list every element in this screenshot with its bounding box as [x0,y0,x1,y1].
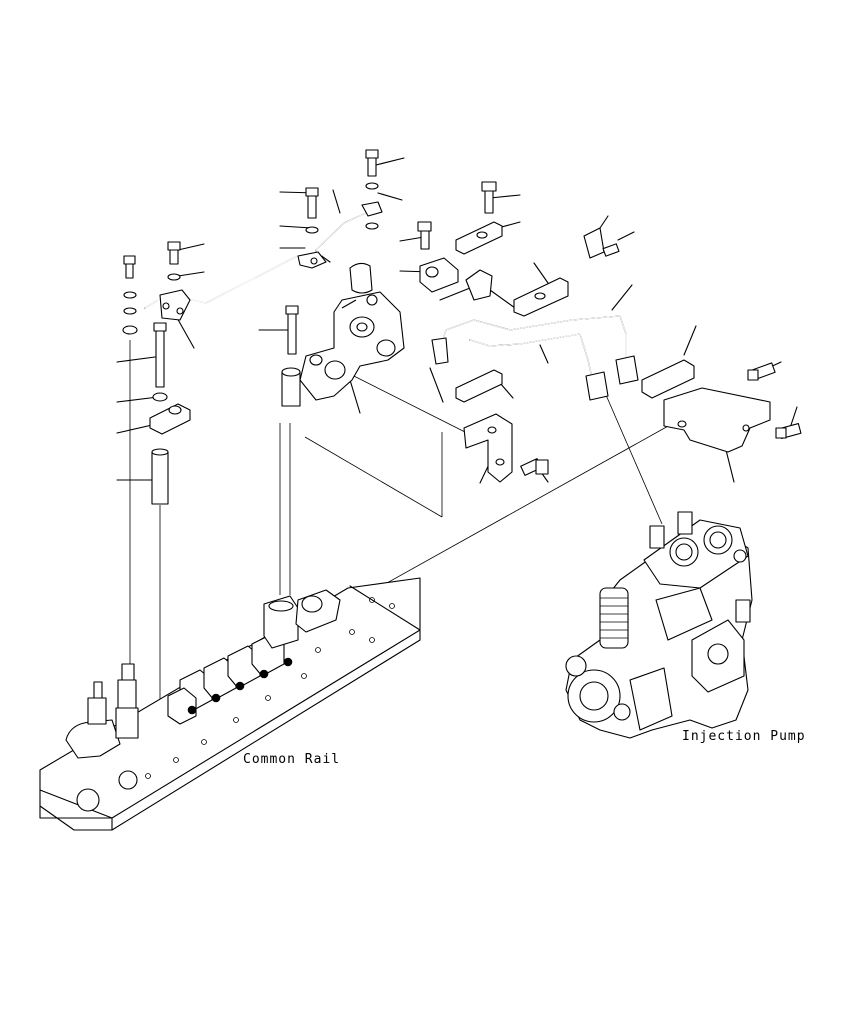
bolt-icon [747,362,776,381]
bolt-icon [775,423,802,439]
assembly-guide-lines [129,340,671,735]
bolt-icon [520,458,549,476]
bolt-icon [417,221,432,250]
fuel-pipe-icon [144,251,327,321]
bolt-icon [285,305,299,355]
bolt-icon [153,322,167,388]
clamp-icon [583,227,605,259]
bracket-icon [455,221,503,255]
manifold-block [299,262,405,401]
bolt-icon [123,255,136,279]
collar-icon [149,403,191,435]
fuel-pipe-icon [431,315,639,401]
bolt-icon [481,181,497,214]
washer-icon [122,291,138,335]
bracket-icon [463,413,513,483]
fuel-pipe-icon [315,201,383,251]
bracket-icon [663,387,771,453]
spacer-icon [151,448,169,505]
washer-icon [365,182,379,230]
bracket-icon [641,359,695,399]
collar-icon [281,367,301,407]
bracket-icon [455,369,503,403]
bolt-icon [167,241,181,265]
common-rail [39,577,421,831]
injection-pump [565,511,753,739]
washer-icon [167,273,181,281]
bolt-icon [305,187,319,219]
common-rail-label: Common Rail [243,752,340,767]
bolt-icon [602,243,620,257]
bracket-icon [513,277,569,317]
clamp-icon [465,269,493,301]
washer-icon [305,226,319,234]
bolt-icon [365,149,379,177]
washer-icon [152,392,168,402]
clamp-icon [419,257,459,293]
injection-pump-label: Injection Pump [682,729,806,744]
